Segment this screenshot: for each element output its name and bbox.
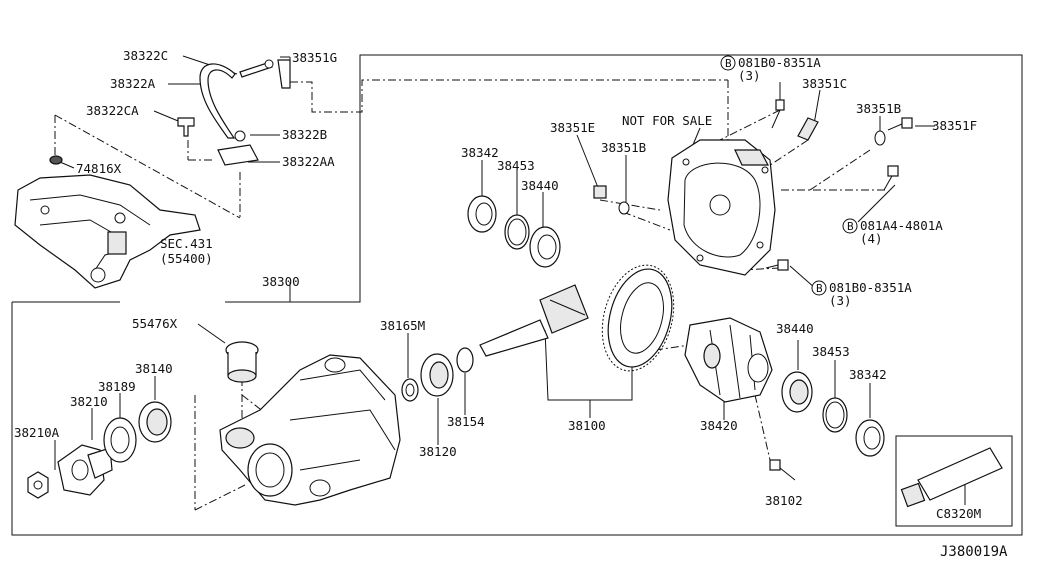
bolt-top: [771, 99, 785, 129]
shim-38453-top: [504, 214, 530, 250]
label-38453-bottom: 38453: [812, 344, 850, 359]
label-38351c: 38351C: [802, 76, 847, 91]
label-38453-top: 38453: [497, 158, 535, 173]
plug-74816x: [49, 155, 63, 165]
spacer-38165m: [401, 378, 419, 402]
label-38165m: 38165M: [380, 318, 425, 333]
circle-b-3-letter: B: [816, 282, 823, 295]
label-38351f: 38351F: [932, 118, 977, 133]
label-38322c: 38322C: [123, 48, 168, 63]
part-labels: 38322C 38351G 38322A 38322CA 38322B 7481…: [14, 48, 1008, 560]
rear-cover: [667, 139, 776, 276]
label-38120: 38120: [419, 444, 457, 459]
bolt-38102: [769, 459, 796, 481]
label-38351b-right: 38351B: [856, 101, 901, 116]
label-38102: 38102: [765, 493, 803, 508]
label-38300: 38300: [262, 274, 300, 289]
bearing-38140: [138, 401, 172, 443]
label-38342-top: 38342: [461, 145, 499, 160]
label-38322ca: 38322CA: [86, 103, 139, 118]
label-38322b: 38322B: [282, 127, 327, 142]
diff-case: [684, 317, 773, 403]
seal-38342-bottom: [855, 419, 885, 457]
label-38420: 38420: [700, 418, 738, 433]
label-38100: 38100: [568, 418, 606, 433]
sealant-tube: [900, 447, 1003, 508]
shim-38154: [456, 347, 474, 373]
subframe-assembly: [14, 174, 201, 289]
diagram-id: J380019A: [940, 544, 1008, 560]
label-38322aa: 38322AA: [282, 154, 335, 169]
fitting-38351e: [593, 185, 607, 199]
label-38440-bottom: 38440: [776, 321, 814, 336]
label-bolt-b: 081A4-4801A: [860, 218, 943, 233]
label-c8320m: C8320M: [936, 506, 981, 521]
label-bolt-a: 081B0-8351A: [738, 55, 821, 70]
bearing-38440-top: [529, 226, 561, 268]
label-bolt-c: 081B0-8351A: [829, 280, 912, 295]
bolt-lower-cover: [765, 259, 789, 271]
circle-b-1-letter: B: [725, 57, 732, 70]
label-38342-bottom: 38342: [849, 367, 887, 382]
label-74816x: 74816X: [76, 161, 122, 176]
mount-bushing-55476x: [225, 341, 259, 383]
label-38351b-left: 38351B: [601, 140, 646, 155]
label-bolt-b-qty: (4): [860, 231, 883, 246]
grease-box: [895, 435, 1013, 527]
ring-gear: [601, 264, 675, 372]
label-55476x: 55476X: [132, 316, 178, 331]
label-38210a: 38210A: [14, 425, 60, 440]
label-sec431-sub: (55400): [160, 251, 213, 266]
vent-hose: [199, 59, 291, 139]
label-38440-top: 38440: [521, 178, 559, 193]
circle-b-markers: [720, 55, 858, 296]
shim-38453-bottom: [822, 397, 848, 433]
watermark-not-for-sale: NOT FOR SALE: [622, 113, 712, 128]
label-38351e: 38351E: [550, 120, 595, 135]
bolt-081a4: [883, 165, 899, 191]
label-bolt-a-qty: (3): [738, 68, 761, 83]
bearing-38440-bottom: [781, 371, 813, 413]
label-38351g: 38351G: [292, 50, 337, 65]
label-38154: 38154: [447, 414, 485, 429]
nut-38210a: [27, 471, 49, 499]
hose-clip: [177, 117, 195, 137]
washer-38351b-left: [618, 201, 630, 215]
seal-38189: [103, 417, 137, 463]
washer-38351b-right: [874, 130, 886, 146]
stud-38351c: [797, 117, 819, 141]
bolt-38351f: [887, 117, 913, 131]
drive-pinion: [479, 284, 589, 357]
label-38140: 38140: [135, 361, 173, 376]
carrier-housing: [219, 354, 401, 506]
companion-flange-38210: [57, 444, 113, 496]
label-38210: 38210: [70, 394, 108, 409]
label-38322a: 38322A: [110, 76, 156, 91]
seal-38342-top: [467, 195, 497, 233]
hose-bracket: [217, 130, 259, 166]
label-38189: 38189: [98, 379, 136, 394]
bearing-38120: [420, 353, 454, 397]
label-sec431: SEC.431: [160, 236, 213, 251]
circle-b-2-letter: B: [847, 220, 854, 233]
frame-lines: [11, 54, 1023, 536]
label-bolt-c-qty: (3): [829, 293, 852, 308]
